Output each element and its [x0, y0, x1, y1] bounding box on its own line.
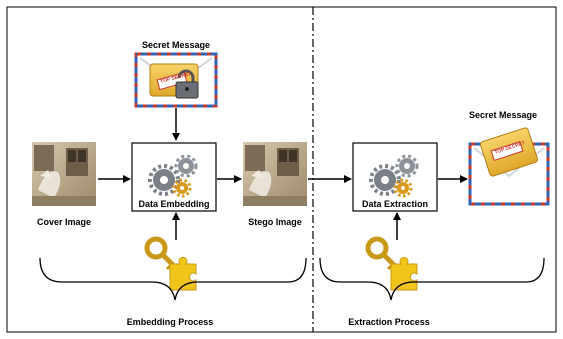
envelope-lock-icon — [134, 52, 218, 108]
secret-message-label-right: Secret Message — [468, 110, 538, 120]
extraction-brace — [319, 257, 545, 301]
cover-image-label: Cover Image — [36, 217, 92, 227]
stego-image-photo — [243, 142, 307, 206]
data-extraction-label: Data Extraction — [360, 199, 430, 209]
embedding-brace — [39, 257, 307, 301]
key-puzzle-icon — [144, 236, 197, 291]
stego-image-label: Stego Image — [248, 217, 302, 227]
extraction-process-label: Extraction Process — [348, 317, 430, 327]
outer-frame — [6, 6, 557, 333]
secret-message-label-top: Secret Message — [141, 40, 211, 50]
cover-image-photo — [32, 142, 96, 206]
gears-icon — [148, 154, 198, 198]
embedding-process-label: Embedding Process — [126, 317, 214, 327]
gears-icon — [369, 154, 419, 198]
data-embedding-label: Data Embedding — [137, 199, 211, 209]
envelope-icon — [468, 127, 550, 206]
